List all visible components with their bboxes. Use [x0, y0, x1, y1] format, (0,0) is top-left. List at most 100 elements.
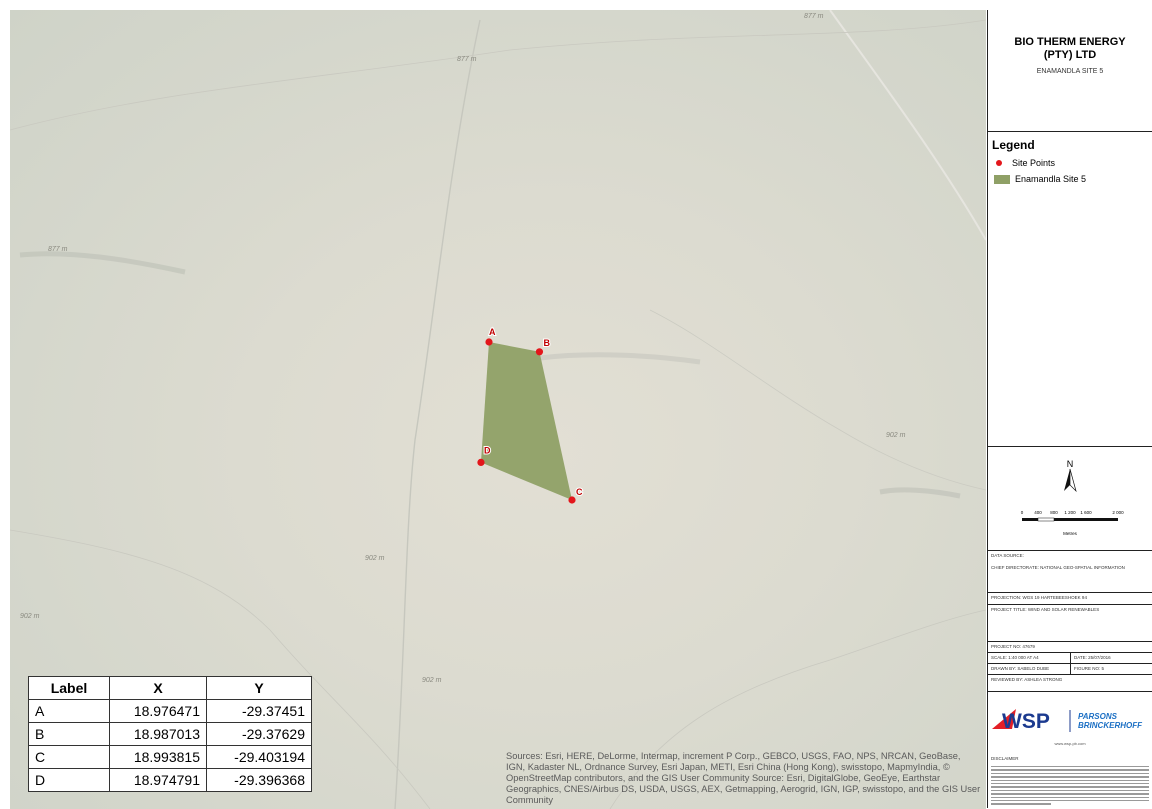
data-source: CHIEF DIRECTORATE: NATIONAL GEO-SPATIAL … [991, 565, 1125, 570]
title-box: BIO THERM ENERGY (PTY) LTD ENAMANDLA SIT… [988, 10, 1152, 132]
drawn-by: DRAWN BY: SABELO DUBE [988, 664, 1071, 674]
contour-label: 902 m [422, 677, 442, 684]
map-attribution: Sources: Esri, HERE, DeLorme, Intermap, … [506, 751, 981, 805]
cell-x: 18.976471 [109, 699, 207, 723]
cell-x: 18.993815 [109, 745, 207, 769]
scale-tick-label: 800 [1050, 510, 1058, 515]
cell-x: 18.974791 [109, 768, 207, 792]
site-point-label: A [489, 327, 496, 337]
site-point-label: D [484, 445, 491, 455]
north-label: N [1067, 459, 1074, 469]
project-title: PROJECT TITLE: WIND AND SOLAR RENEWABLES [991, 607, 1100, 612]
disclaimer: DISCLAIMER [988, 754, 1152, 805]
contour-label: 902 m [886, 432, 906, 439]
cell-label: B [28, 722, 110, 746]
cell-label: C [28, 745, 110, 769]
north-arrow-scale-graphic: N 0 400 800 1 200 1 600 2 000 Metres [1021, 459, 1124, 536]
cell-x: 18.987013 [109, 722, 207, 746]
cell-label: D [28, 768, 110, 792]
scale-bar-icon [1022, 517, 1118, 522]
wsp-red-wedge-icon [992, 709, 1016, 729]
cell-y: -29.403194 [206, 745, 312, 769]
cell-y: -29.37629 [206, 722, 312, 746]
site-point-label: B [543, 338, 550, 348]
legend-item-site-points: Site Points [994, 158, 1152, 168]
map-title: ENAMANDLA SITE 5 [1036, 68, 1104, 75]
cell-label: A [28, 699, 110, 723]
reviewed-by: REVIEWED BY: ASHLEA STRONG [991, 677, 1063, 682]
contour-label: 877 m [804, 13, 824, 20]
table-header-row: Label X Y [28, 676, 312, 700]
reviewed-by-box: REVIEWED BY: ASHLEA STRONG [988, 675, 1152, 692]
project-no-box: PROJECT NO: 47679 [988, 642, 1152, 653]
north-arrow-and-scale: N 0 400 800 1 200 1 600 2 000 Metres [988, 447, 1152, 551]
green-polygon-icon [994, 174, 1010, 184]
column-header-label: Label [28, 676, 110, 700]
legend-label: Site Points [1012, 158, 1056, 168]
site-point-a[interactable] [485, 338, 493, 346]
table-row: B 18.987013 -29.37629 [28, 722, 312, 746]
scale-unit: Metres [1063, 531, 1078, 536]
site-point-c[interactable] [568, 496, 576, 504]
contour-label: 877 m [48, 246, 68, 253]
column-header-x: X [109, 676, 207, 700]
red-point-icon [996, 160, 1002, 166]
website: www.wsp-pb.com [1054, 741, 1086, 746]
scale-tick-label: 0 [1021, 510, 1024, 515]
contour-line [10, 529, 431, 809]
legend-title: Legend [992, 138, 1035, 152]
title-block-panel: BIO THERM ENERGY (PTY) LTD ENAMANDLA SIT… [987, 10, 1152, 808]
projection-box: PROJECTION: WGS 19 HARTEBEESHOEK 94 [988, 593, 1152, 605]
project-number: PROJECT NO: 47679 [991, 644, 1035, 649]
site-polygon [480, 342, 572, 500]
terrain-ridge [879, 487, 961, 499]
map-scale: SCALE: 1:40 000 AT A4 [988, 653, 1071, 663]
wsp-parsons-brinckerhoff-logo: WSP PARSONS BRINCKERHOFF www.wsp-pb.com [992, 709, 1143, 746]
track-road [394, 19, 481, 809]
project-title-box: PROJECT TITLE: WIND AND SOLAR RENEWABLES [988, 605, 1152, 642]
site-point-b[interactable] [535, 348, 544, 356]
projection: PROJECTION: WGS 19 HARTEBEESHOEK 94 [991, 595, 1087, 600]
scale-tick-label: 2 000 [1112, 510, 1124, 515]
pb-logo-text-2: BRINCKERHOFF [1078, 721, 1143, 730]
scale-date-row: SCALE: 1:40 000 AT A4 DATE: 25/07/2016 [988, 653, 1152, 664]
scale-tick-label: 1 600 [1080, 510, 1092, 515]
terrain-ridge [19, 251, 186, 275]
site-point-label: C [576, 487, 583, 497]
pb-logo-text-1: PARSONS [1078, 712, 1118, 721]
company-name: BIO THERM ENERGY (PTY) LTD [1014, 36, 1126, 61]
table-row: A 18.976471 -29.37451 [28, 699, 312, 723]
track-road [829, 10, 986, 241]
terrain-ridge [539, 352, 701, 365]
scale-tick-label: 400 [1034, 510, 1042, 515]
legend-label: Enamandla Site 5 [1015, 174, 1087, 184]
wsp-logo-text: WSP [1002, 710, 1050, 733]
table-row: C 18.993815 -29.403194 [28, 745, 312, 769]
contour-label: 902 m [20, 613, 40, 620]
data-source-box: DATA SOURCE: CHIEF DIRECTORATE: NATIONAL… [988, 551, 1152, 593]
legend-item-site-polygon: Enamandla Site 5 [994, 174, 1152, 184]
site-layer: A B C D [477, 326, 584, 504]
figure-number: FIGURE NO: 5 [1074, 666, 1105, 671]
contour-line [10, 19, 986, 131]
map-date: DATE: 25/07/2016 [1074, 655, 1111, 660]
contour-line [609, 609, 986, 809]
coordinate-table: Label X Y A 18.976471 -29.37451 B 18.987… [28, 676, 312, 792]
legend: Legend Site Points Enamandla Site 5 [988, 132, 1152, 447]
disclaimer-title: DISCLAIMER [991, 756, 1019, 761]
north-arrow-icon [1064, 468, 1077, 493]
contour-label: 877 m [457, 56, 477, 63]
cell-y: -29.396368 [206, 768, 312, 792]
site-point-d[interactable] [477, 458, 485, 467]
cell-y: -29.37451 [206, 699, 312, 723]
contour-line [649, 309, 986, 491]
table-row: D 18.974791 -29.396368 [28, 768, 312, 792]
drawn-figure-row: DRAWN BY: SABELO DUBE FIGURE NO: 5 [988, 664, 1152, 675]
contour-label: 902 m [365, 555, 385, 562]
company-logos: WSP PARSONS BRINCKERHOFF www.wsp-pb.com [988, 692, 1152, 754]
scale-tick-label: 1 200 [1064, 510, 1076, 515]
column-header-y: Y [206, 676, 312, 700]
